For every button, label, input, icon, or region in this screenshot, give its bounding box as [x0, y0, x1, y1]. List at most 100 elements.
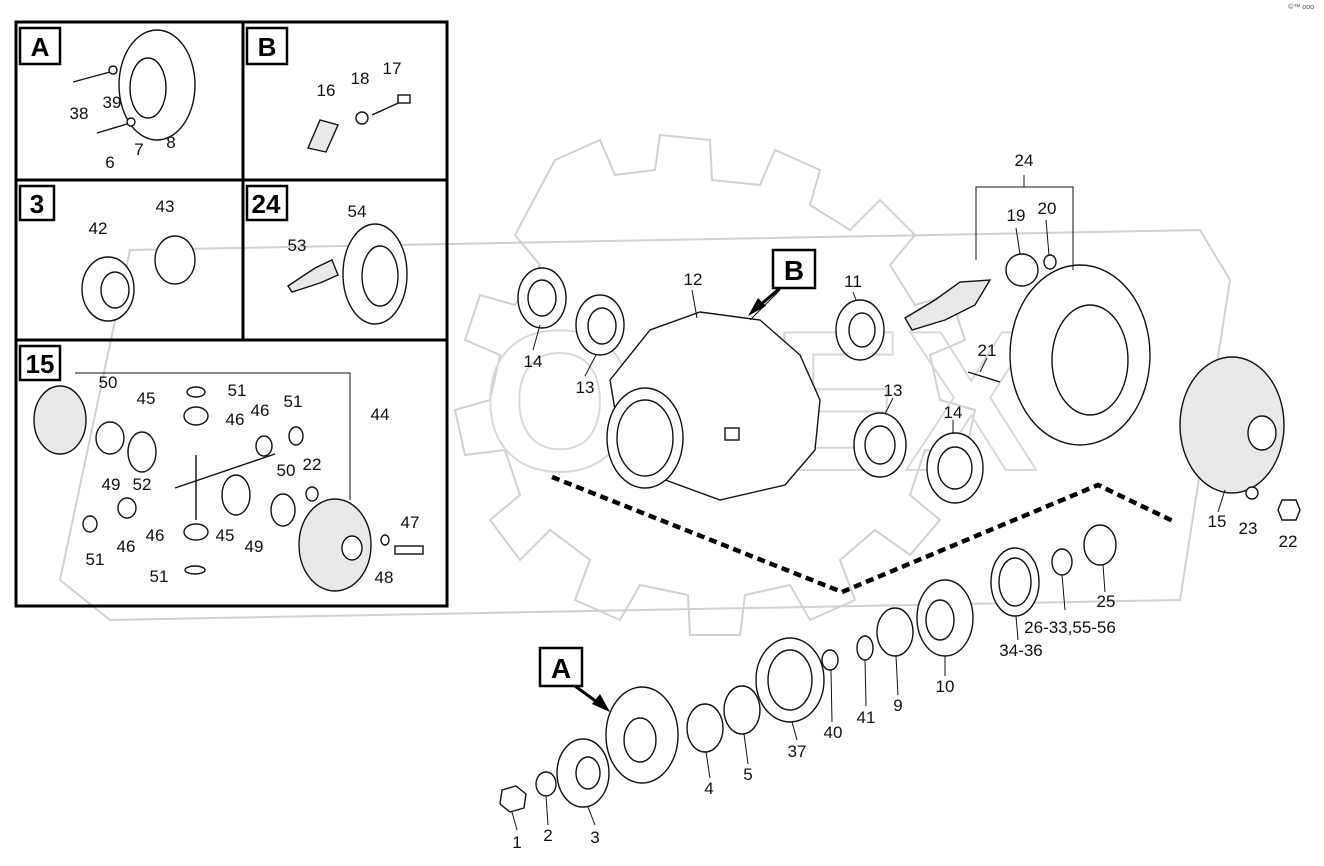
bracket-part — [307, 119, 339, 153]
label-13-left: 13 — [576, 378, 595, 397]
label-46-bottom: 46 — [146, 526, 165, 545]
flange-bore-part — [129, 57, 167, 119]
seal-5 — [723, 685, 761, 735]
diff-case-flange-part — [298, 498, 372, 592]
nut-1 — [499, 785, 527, 813]
label-9: 9 — [893, 696, 902, 715]
label-13-right: 13 — [884, 381, 903, 400]
label-49-left: 49 — [102, 475, 121, 494]
washer-2 — [535, 771, 557, 797]
panel-24-tag — [245, 184, 289, 222]
label-14-left: 14 — [524, 352, 543, 371]
label-22-main: 22 — [1279, 532, 1298, 551]
sleeve-25 — [1083, 524, 1117, 566]
panel-3: 3 42 43 — [18, 184, 196, 322]
label-25: 25 — [1097, 592, 1116, 611]
diff-case-15 — [1179, 356, 1285, 494]
ring-40 — [821, 649, 839, 671]
label-22-panel: 22 — [303, 455, 322, 474]
circlip-41 — [856, 635, 874, 661]
label-43: 43 — [156, 197, 175, 216]
label-26-33-55-56: 26-33,55-56 — [1024, 618, 1116, 637]
label-3-main: 3 — [590, 828, 599, 847]
washer-23 — [1245, 486, 1259, 500]
panel-b-tag — [245, 26, 289, 66]
panel-15-title: 15 — [26, 349, 55, 379]
panel-a-title: A — [31, 32, 50, 62]
label-15-main: 15 — [1208, 512, 1227, 531]
label-51-bottom: 51 — [150, 567, 169, 586]
bearing-9 — [876, 607, 914, 657]
seal-ring-part — [154, 235, 196, 285]
panel-a-tag — [18, 26, 62, 66]
panel-15-tag — [18, 344, 62, 382]
label-53: 53 — [288, 236, 307, 255]
label-45-bottom: 45 — [216, 526, 235, 545]
panel-3-tag — [18, 184, 56, 222]
pinion-part — [287, 259, 339, 293]
label-46-left: 46 — [117, 537, 136, 556]
label-48: 48 — [375, 568, 394, 587]
label-42: 42 — [89, 219, 108, 238]
label-50-top: 50 — [99, 373, 118, 392]
label-14-right: 14 — [944, 403, 963, 422]
label-21: 21 — [978, 341, 997, 360]
label-12: 12 — [684, 270, 703, 289]
panel-b-title: B — [258, 32, 277, 62]
label-54: 54 — [348, 202, 367, 221]
panel-a: A 38 39 8 6 7 — [18, 26, 196, 172]
label-44: 44 — [371, 405, 390, 424]
label-23: 23 — [1239, 519, 1258, 538]
label-39: 39 — [103, 93, 122, 112]
panel-b: B 16 18 17 — [245, 26, 411, 153]
panel-3-title: 3 — [30, 189, 44, 219]
label-24-main: 24 — [1015, 151, 1034, 170]
label-11: 11 — [844, 272, 862, 291]
callout-b: B — [784, 255, 804, 286]
callout-a-box — [538, 646, 584, 688]
label-47: 47 — [401, 513, 420, 532]
label-38: 38 — [70, 104, 89, 123]
callout-b-box — [771, 248, 817, 290]
main-assembly: B A 24 19 20 12 11 14 13 21 13 14 15 23 … — [499, 151, 1301, 852]
label-50-mid: 50 — [277, 461, 296, 480]
label-10: 10 — [936, 677, 955, 696]
seal-4 — [686, 703, 724, 753]
label-1: 1 — [512, 833, 521, 852]
label-17: 17 — [383, 59, 402, 78]
label-5: 5 — [743, 765, 752, 784]
callout-a: A — [551, 653, 571, 684]
label-6: 6 — [105, 153, 114, 172]
corner-mark: ©™ ooo — [1288, 4, 1314, 11]
panel-24-title: 24 — [252, 189, 281, 219]
panel-15: 15 50 45 51 46 46 51 44 49 52 50 22 47 5… — [18, 344, 424, 592]
label-18: 18 — [351, 69, 370, 88]
label-51-left: 51 — [86, 550, 105, 569]
ring-26 — [1051, 548, 1073, 576]
panel-24: 24 53 54 — [245, 184, 408, 325]
label-52: 52 — [133, 475, 152, 494]
drive-pinion-part — [904, 279, 992, 331]
label-4: 4 — [704, 779, 713, 798]
label-20: 20 — [1038, 199, 1057, 218]
inset-panels — [14, 20, 449, 608]
label-49-bottom: 49 — [245, 537, 264, 556]
label-34-36: 34-36 — [999, 641, 1042, 660]
label-8: 8 — [166, 133, 175, 152]
label-16: 16 — [317, 81, 336, 100]
label-2: 2 — [543, 826, 552, 845]
bearing-19 — [1005, 253, 1039, 287]
label-41: 41 — [857, 708, 876, 727]
label-37: 37 — [788, 742, 807, 761]
label-45-top: 45 — [137, 389, 156, 408]
label-46-top: 46 — [226, 410, 245, 429]
label-46-mid: 46 — [251, 401, 270, 420]
label-7: 7 — [134, 140, 143, 159]
nut-22 — [1277, 499, 1301, 521]
ring-20 — [1043, 254, 1057, 270]
label-19: 19 — [1007, 206, 1026, 225]
label-51-right: 51 — [284, 392, 303, 411]
label-40: 40 — [824, 723, 843, 742]
diff-case-half-part — [33, 385, 87, 455]
